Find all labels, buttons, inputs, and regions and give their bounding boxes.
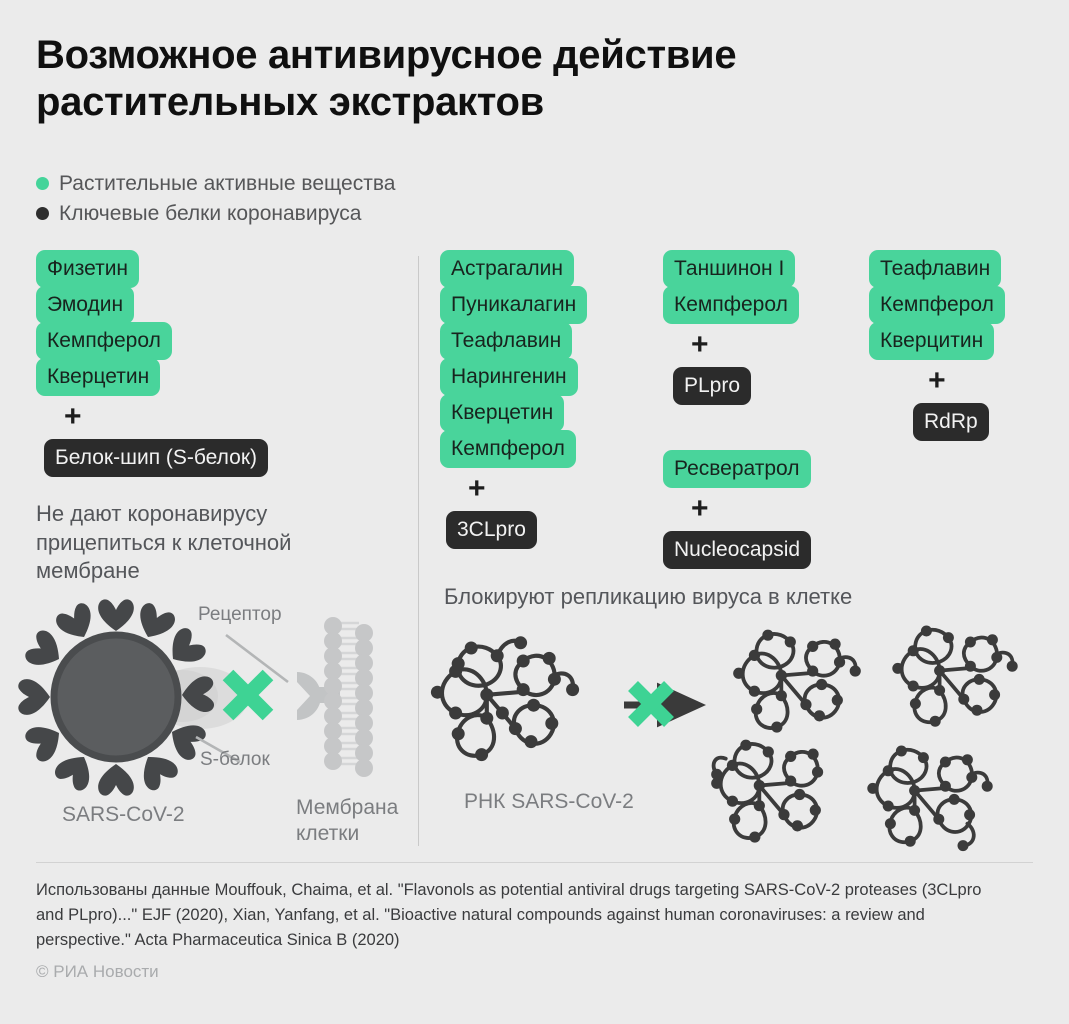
compound-tag: Астрагалин (440, 250, 574, 288)
virus-attachment-diagram (18, 599, 373, 796)
group-rdrp: Теафлавин Кемпферол Кверцитин + RdRp (869, 250, 1005, 441)
receptor-label: Рецептор (198, 604, 282, 625)
circle-icon (36, 176, 49, 190)
cell-membrane (324, 617, 373, 777)
plus-sign: + (691, 492, 709, 525)
compound-tag: Кверцитин (869, 322, 995, 360)
compound-stack: Ресвератрол + Nucleocapsid (663, 450, 812, 569)
block-x-icon (222, 669, 274, 721)
compound-tag: Эмодин (36, 286, 135, 324)
replication-arrow (624, 681, 706, 728)
rna-copy (892, 625, 1018, 727)
membrane-label: Мембрана клетки (296, 796, 399, 846)
compound-tag: Пуникалагин (440, 286, 588, 324)
compound-tag: Кемпферол (663, 286, 799, 324)
copyright-notice: © РИА Новости (36, 962, 159, 981)
plus-sign: + (928, 364, 946, 397)
legend: Растительные активные вещества Ключевые … (36, 168, 395, 228)
plus-sign: + (64, 400, 82, 433)
target-protein-tag: PLpro (673, 367, 752, 405)
group-3clpro: Астрагалин Пуникалагин Теафлавин Наринге… (440, 250, 588, 549)
group-plpro: Таншинон I Кемпферол + PLpro (663, 250, 799, 405)
rna-copy (711, 739, 824, 843)
rna-molecule (430, 636, 580, 762)
cell-receptor (297, 672, 340, 720)
receptor-leader-line (225, 633, 289, 684)
legend-item-viral-proteins: Ключевые белки коронавируса (36, 198, 395, 228)
plus-sign: + (468, 472, 486, 505)
compound-tag: Кверцетин (440, 394, 565, 432)
legend-item-plant-compounds: Растительные активные вещества (36, 168, 395, 198)
rna-label: РНК SARS-CoV-2 (464, 790, 634, 813)
footer-divider (36, 862, 1033, 863)
target-protein-tag: Nucleocapsid (663, 531, 812, 569)
contact-halo (146, 667, 248, 729)
compound-tag: Теафлавин (869, 250, 1002, 288)
target-protein-tag: 3CLpro (446, 511, 537, 549)
rna-replication-diagram (430, 625, 1018, 852)
compound-tag: Кемпферол (36, 322, 172, 360)
virus-particle (18, 599, 215, 796)
group-nucleocapsid: Ресвератрол + Nucleocapsid (663, 450, 812, 569)
caption-right: Блокируют репликацию вируса в клетке (444, 584, 853, 609)
compound-tag: Кверцетин (36, 358, 161, 396)
group-s-protein: Физетин Эмодин Кемпферол Кверцетин + Бел… (36, 250, 269, 477)
compound-tag: Кемпферол (440, 430, 576, 468)
compound-stack: Таншинон I Кемпферол + PLpro (663, 250, 799, 405)
compound-tag: Нарингенин (440, 358, 578, 396)
spike-proteins (18, 599, 215, 796)
target-protein-tag: Белок-шип (S-белок) (44, 439, 269, 477)
legend-label: Растительные активные вещества (59, 171, 396, 195)
block-x-icon (628, 681, 674, 727)
plus-sign: + (691, 328, 709, 361)
source-citation: Использованы данные Mouffouk, Chaima, et… (36, 881, 982, 950)
compound-stack: Теафлавин Кемпферол Кверцитин + RdRp (869, 250, 1005, 441)
legend-label: Ключевые белки коронавируса (59, 201, 362, 225)
circle-icon (36, 206, 49, 220)
compound-tag: Таншинон I (663, 250, 796, 288)
target-protein-tag: RdRp (913, 403, 989, 441)
sprotein-label: S-белок (200, 749, 270, 770)
compound-stack: Астрагалин Пуникалагин Теафлавин Наринге… (440, 250, 588, 549)
compound-stack: Физетин Эмодин Кемпферол Кверцетин + Бел… (36, 250, 269, 477)
caption-left: Не дают коронавирусу прицепиться к клето… (36, 501, 292, 584)
compound-tag: Ресвератрол (663, 450, 811, 488)
rna-copy (733, 629, 861, 733)
virus-label: SARS-CoV-2 (62, 803, 185, 826)
vertical-divider (418, 256, 419, 846)
compound-tag: Теафлавин (440, 322, 573, 360)
page-title: Возможное антивирусное действие растител… (36, 33, 737, 125)
compound-tag: Кемпферол (869, 286, 1005, 324)
rna-copy (867, 745, 993, 852)
compound-tag: Физетин (36, 250, 140, 288)
